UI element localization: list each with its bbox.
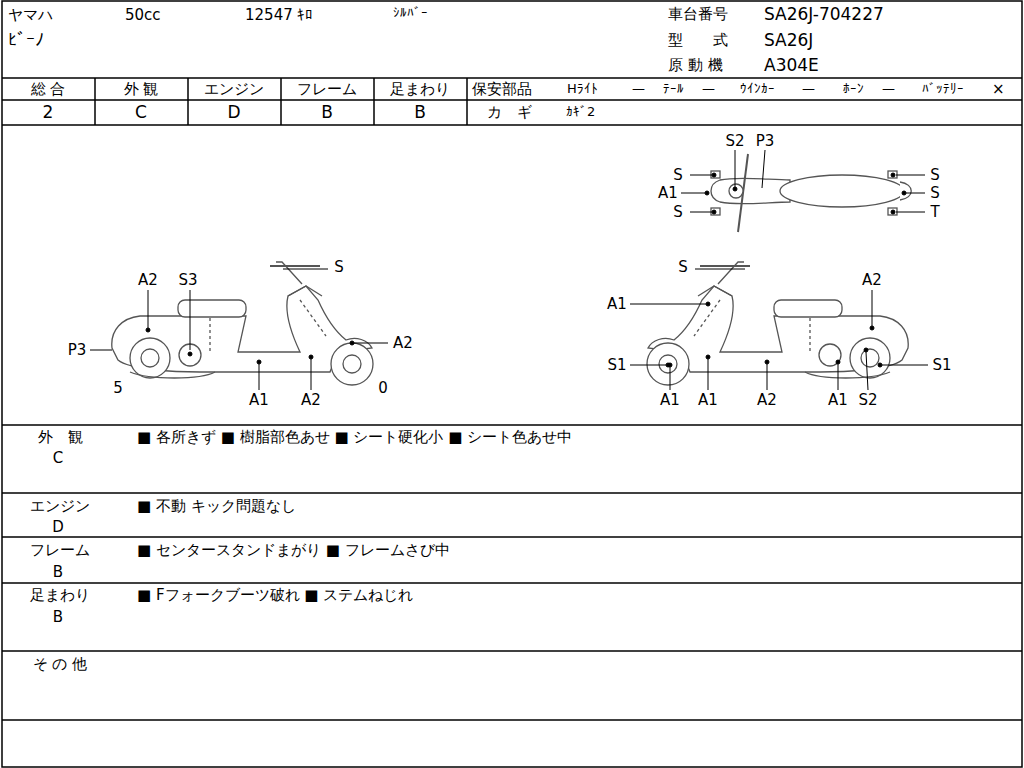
safety-status: — — [802, 82, 815, 96]
remark-text: ■ Fフォークブーツ破れ ■ ステムねじれ — [137, 587, 413, 604]
damage-code: S — [930, 167, 940, 184]
damage-code: A2 — [393, 335, 413, 352]
damage-code: S2 — [725, 133, 744, 150]
remark-text: ■ 各所きず ■ 樹脂部色あせ ■ シート硬化小 ■ シート色あせ中 — [137, 429, 572, 446]
color: ｼﾙﾊﾞｰ — [393, 6, 428, 20]
grade-value: B — [321, 103, 333, 122]
maker: ヤマハ — [8, 7, 53, 24]
damage-code: S — [334, 259, 344, 276]
leader-lines — [90, 150, 928, 390]
section-label: そ の 他 — [33, 656, 88, 673]
tire-number: 0 — [378, 380, 388, 397]
safety-status: × — [992, 81, 1005, 98]
damage-code: S1 — [607, 357, 626, 374]
remark-text: ■ センタースタンドまがり ■ フレームさび中 — [137, 542, 450, 559]
safety-status: — — [632, 82, 645, 96]
safety-header: 保安部品 — [472, 81, 532, 98]
damage-code: A1 — [658, 185, 678, 202]
displacement: 50cc — [125, 7, 161, 24]
safety-status: — — [882, 82, 895, 96]
damage-code: S — [678, 259, 688, 276]
damage-code: A1 — [828, 392, 848, 409]
section-grade: B — [53, 609, 63, 626]
safety-item: ﾎｰﾝ — [843, 82, 864, 96]
section-label: エンジン — [30, 498, 90, 515]
damage-code: S — [673, 204, 683, 221]
key-value: ｶｷﾞ2 — [566, 105, 595, 119]
damage-code: S — [930, 185, 940, 202]
grade-header: フレーム — [297, 81, 357, 98]
damage-code: A1 — [607, 296, 627, 313]
key-label: カ ギ — [487, 104, 532, 121]
section-label: 足まわり — [30, 587, 90, 604]
section-grade: C — [53, 450, 63, 467]
engine-code: A304E — [764, 56, 819, 75]
damage-code: A1 — [698, 392, 718, 409]
scooter-left-view — [112, 262, 373, 385]
section-grade: D — [52, 519, 64, 536]
safety-item: ｳｲﾝｶｰ — [740, 82, 775, 96]
safety-status: — — [702, 82, 715, 96]
grade-header: エンジン — [204, 81, 264, 98]
remark-text: ■ 不動 キック問題なし — [137, 498, 296, 515]
damage-code: P3 — [756, 133, 775, 150]
grade-value: 2 — [43, 103, 54, 122]
field-label: 原 動 機 — [668, 57, 723, 74]
safety-item: ﾃｰﾙ — [663, 82, 684, 96]
tire-number: 5 — [113, 380, 123, 397]
section-grade: B — [53, 564, 63, 581]
damage-code: A2 — [138, 272, 158, 289]
section-label: 外 観 — [38, 429, 83, 446]
grade-header: 総 合 — [31, 81, 66, 98]
grade-value: C — [135, 103, 147, 122]
section-label: フレーム — [30, 542, 90, 559]
safety-item: Hﾗｲﾄ — [567, 82, 598, 96]
grade-value: D — [227, 103, 240, 122]
grade-header: 足まわり — [390, 81, 450, 98]
damage-code: S2 — [858, 392, 877, 409]
field-label: 型 式 — [668, 32, 728, 49]
grade-value: B — [414, 103, 426, 122]
model-name: ﾋﾞｰﾉ — [8, 30, 44, 50]
damage-code: P3 — [68, 342, 87, 359]
damage-code: T — [930, 204, 939, 221]
damage-code: A2 — [757, 392, 777, 409]
damage-code: A1 — [660, 392, 680, 409]
damage-code: S3 — [178, 272, 197, 289]
damage-code: A2 — [862, 272, 882, 289]
damage-code: A2 — [301, 392, 321, 409]
damage-code: S1 — [932, 357, 951, 374]
damage-code: S — [673, 167, 683, 184]
grade-header: 外 観 — [124, 81, 159, 98]
safety-item: ﾊﾞｯﾃﾘｰ — [922, 82, 964, 96]
model-code: SA26J — [764, 31, 813, 50]
damage-code: A1 — [249, 392, 269, 409]
scooter-right-view — [647, 262, 908, 385]
scooter-top-view — [711, 154, 911, 232]
mileage: 12547 ｷﾛ — [245, 7, 314, 24]
field-label: 車台番号 — [668, 6, 728, 23]
frame-number: SA26J-704227 — [764, 5, 884, 24]
